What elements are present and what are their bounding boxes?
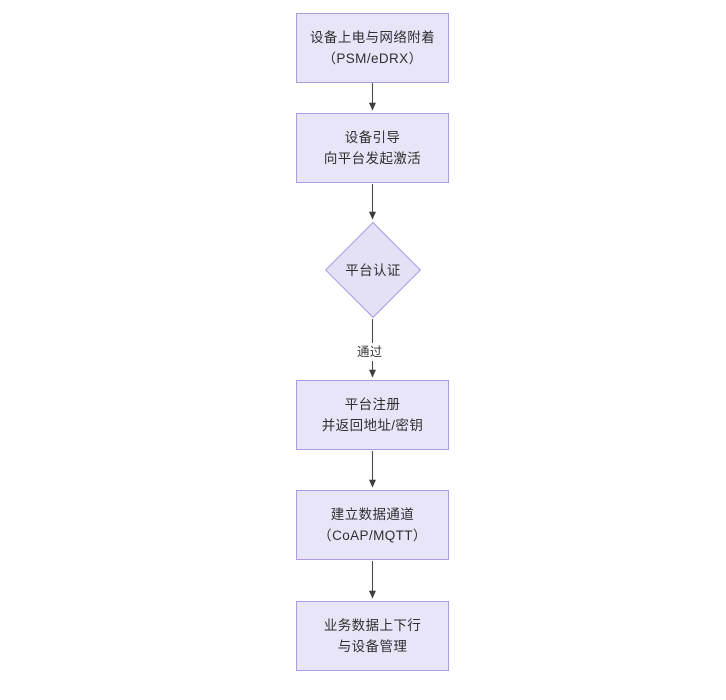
node-label-device-power-on: 设备上电与网络附着 （PSM/eDRX） xyxy=(309,30,436,66)
node-business-data-and-device-management[interactable]: 业务数据上下行 与设备管理 xyxy=(296,601,449,671)
node-device-power-on[interactable]: 设备上电与网络附着 （PSM/eDRX） xyxy=(296,13,449,83)
node-establish-data-channel[interactable]: 建立数据通道 （CoAP/MQTT） xyxy=(296,490,449,560)
node-label-business-data-and-device-management: 业务数据上下行 与设备管理 xyxy=(323,618,422,654)
node-label-establish-data-channel: 建立数据通道 （CoAP/MQTT） xyxy=(318,507,427,543)
node-label-platform-registration: 平台注册 并返回地址/密钥 xyxy=(321,397,424,433)
edge-label-pass: 通过 xyxy=(354,343,386,361)
node-label-platform-authentication: 平台认证 xyxy=(345,262,401,278)
node-device-bootstrap[interactable]: 设备引导 向平台发起激活 xyxy=(296,113,449,183)
node-platform-registration[interactable]: 平台注册 并返回地址/密钥 xyxy=(296,380,449,450)
node-label-device-bootstrap: 设备引导 向平台发起激活 xyxy=(323,130,422,166)
node-platform-authentication[interactable]: 平台认证 xyxy=(324,221,422,319)
